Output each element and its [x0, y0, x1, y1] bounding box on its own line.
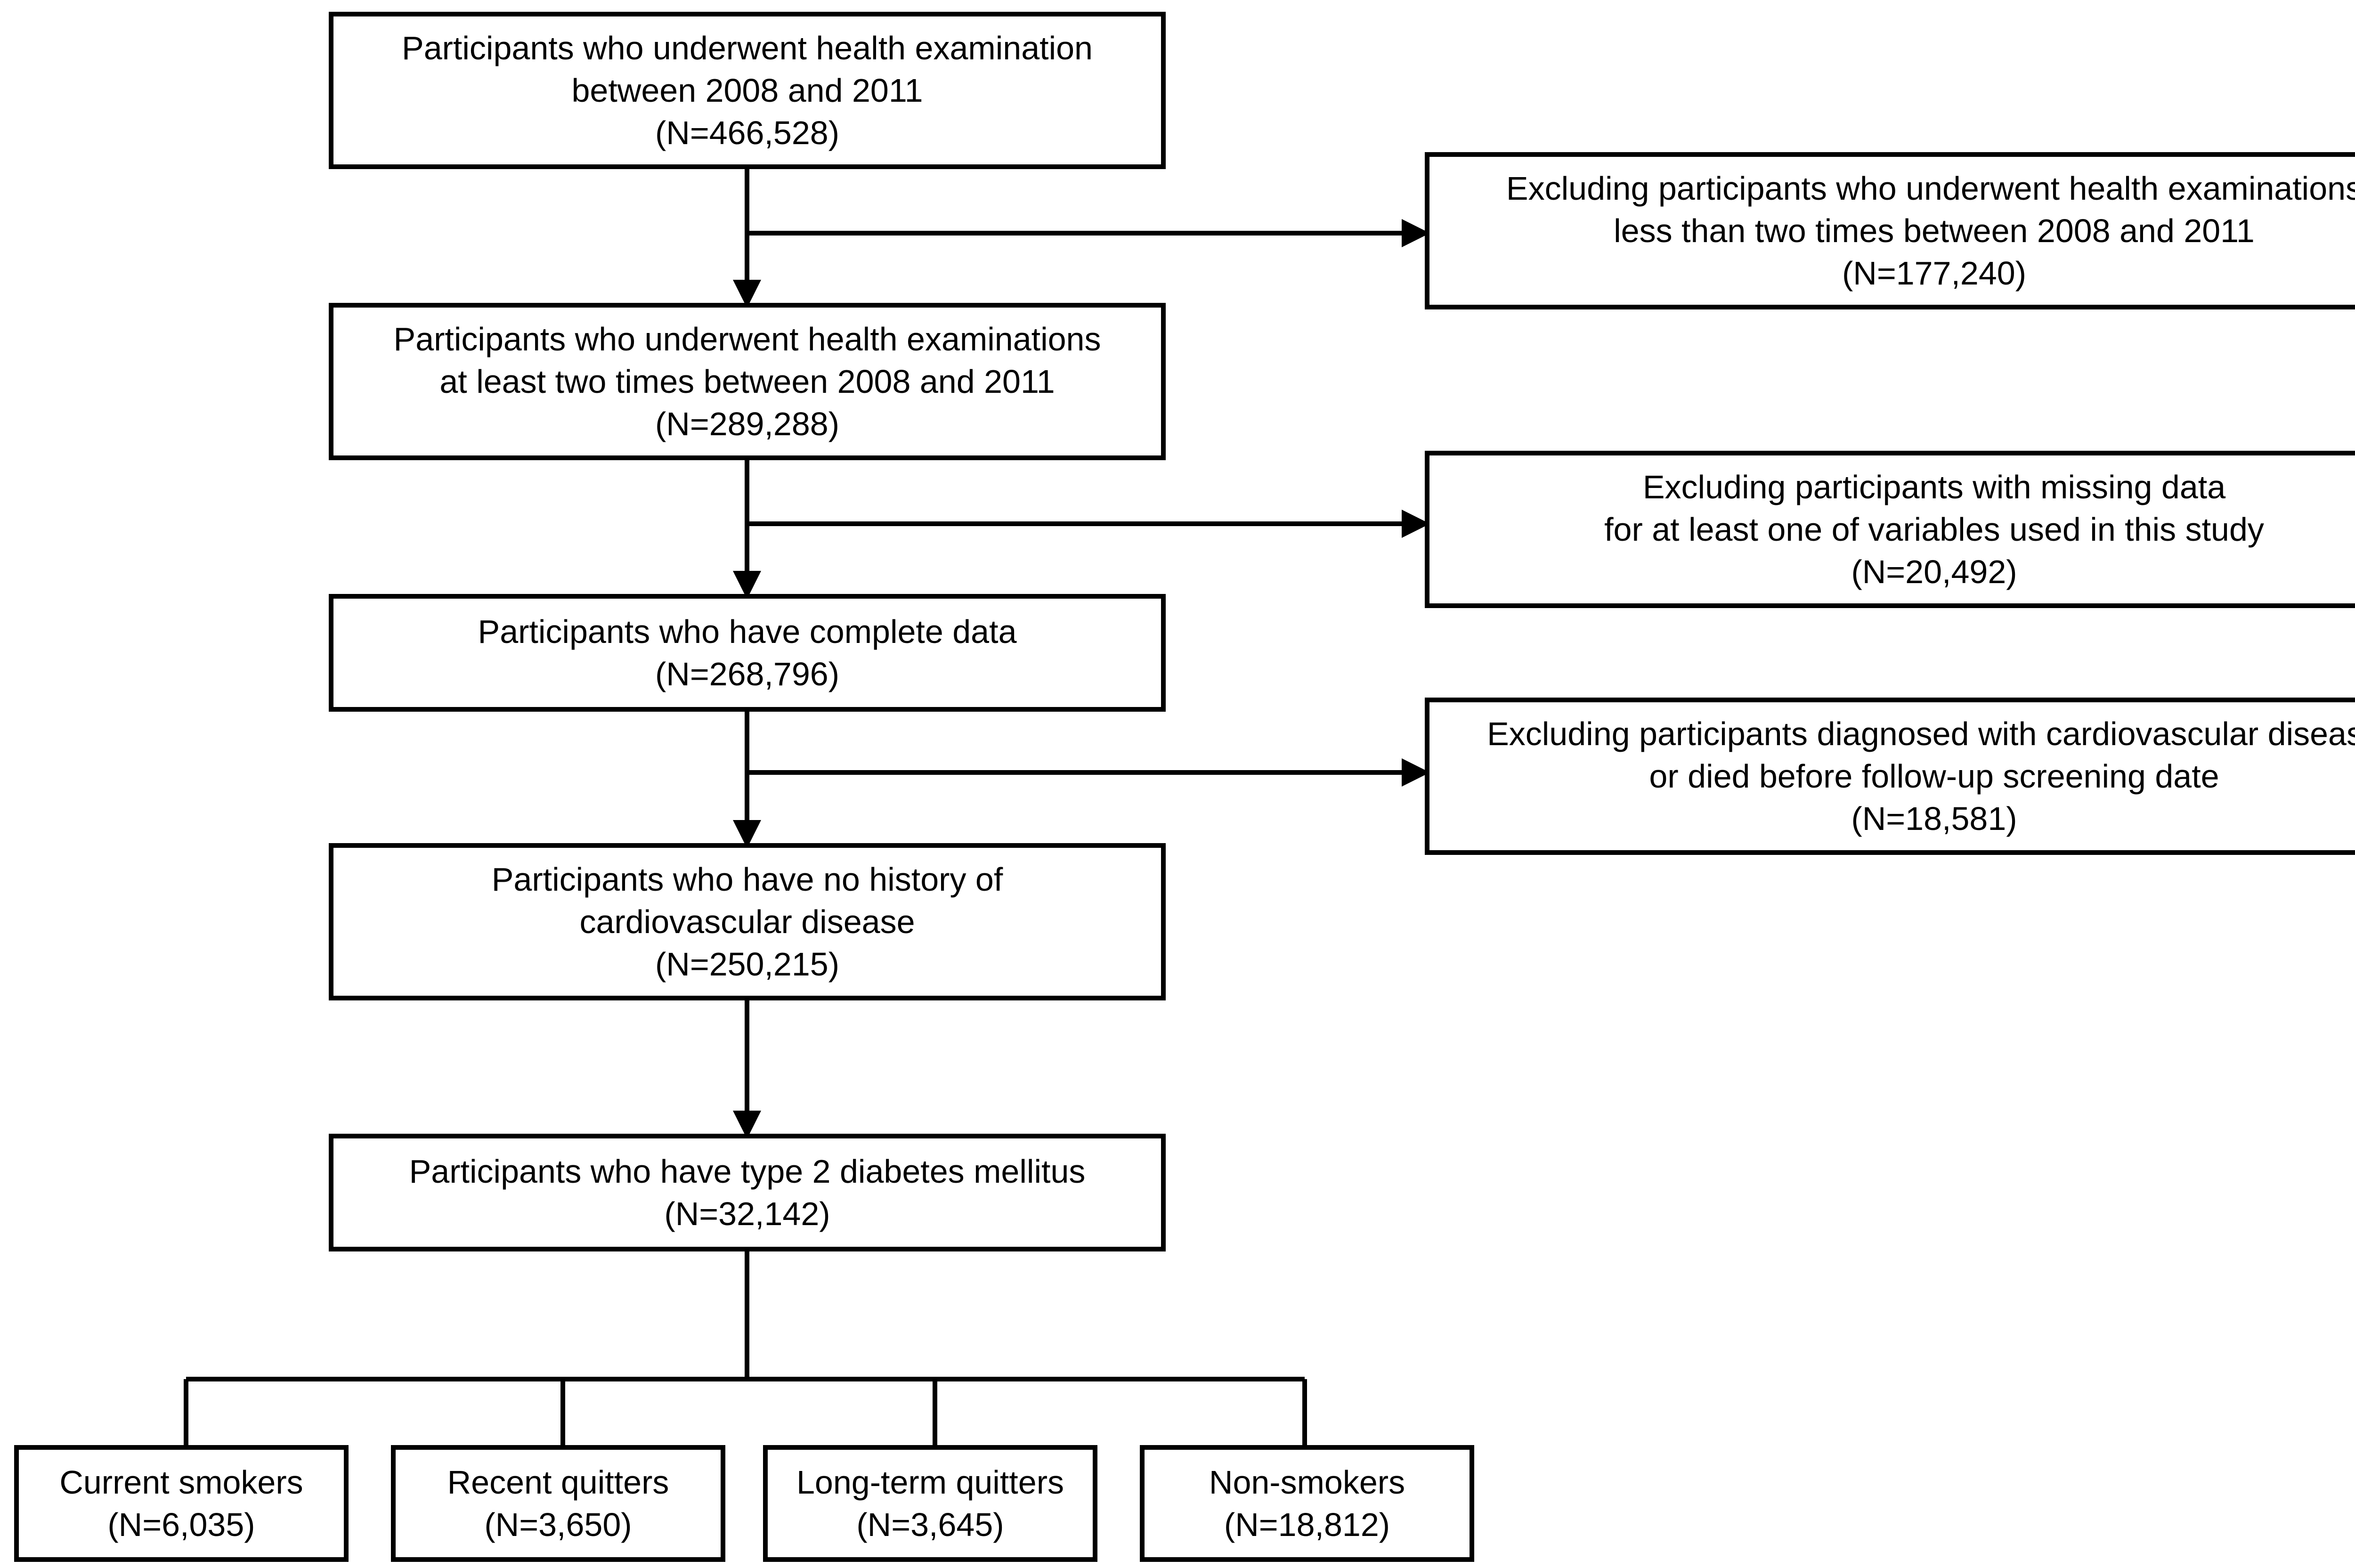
box-excl-cvd-or-died-line-1: Excluding participants diagnosed with ca… [1487, 715, 2355, 752]
box-group-non-smokers-line-1: Non-smokers [1209, 1464, 1405, 1501]
box-group-long-term-quitters-frame [763, 1445, 1097, 1562]
box-group-recent-quitters: Recent quitters (N=3,650) [391, 1445, 725, 1562]
box-group-long-term-quitters-line-2: (N=3,645) [856, 1506, 1004, 1543]
connectors [184, 167, 1430, 1447]
box-initial-line-1: Participants who underwent health examin… [402, 30, 1093, 66]
box-two-exams-frame [329, 303, 1166, 460]
box-excl-missing-data-line-2: for at least one of variables used in th… [1604, 511, 2264, 548]
box-no-cvd: Participants who have no history of cardi… [329, 843, 1166, 1000]
box-group-non-smokers-line-2: (N=18,812) [1224, 1506, 1390, 1543]
box-group-recent-quitters-frame [391, 1445, 725, 1562]
box-group-current-smokers-line-2: (N=6,035) [107, 1506, 255, 1543]
box-no-cvd-line-2: cardiovascular disease [579, 903, 915, 940]
boxes: Participants who underwent health examin… [14, 12, 2355, 1562]
box-group-recent-quitters-line-2: (N=3,650) [484, 1506, 632, 1543]
box-two-exams: Participants who underwent health examin… [329, 303, 1166, 460]
box-group-long-term-quitters-line-1: Long-term quitters [796, 1464, 1064, 1501]
box-excl-fewer-exams-line-1: Excluding participants who underwent hea… [1506, 170, 2355, 207]
box-two-exams-line-1: Participants who underwent health examin… [394, 321, 1101, 357]
box-excl-fewer-exams-line-3: (N=177,240) [1842, 255, 2026, 292]
box-t2dm-frame [329, 1134, 1166, 1251]
box-excl-fewer-exams: Excluding participants who underwent hea… [1425, 152, 2355, 309]
box-t2dm-line-2: (N=32,142) [664, 1195, 830, 1232]
box-initial-line-3: (N=466,528) [655, 114, 839, 151]
box-excl-missing-data-line-3: (N=20,492) [1851, 553, 2017, 590]
box-no-cvd-line-3: (N=250,215) [655, 946, 839, 983]
box-initial-line-2: between 2008 and 2011 [571, 72, 923, 109]
box-two-exams-line-3: (N=289,288) [655, 406, 839, 442]
box-excl-missing-data-frame [1425, 451, 2355, 608]
box-group-current-smokers-frame [14, 1445, 349, 1562]
box-complete-data: Participants who have complete data (N=26… [329, 594, 1166, 712]
box-excl-cvd-or-died-line-2: or died before follow-up screening date [1649, 758, 2219, 795]
box-group-non-smokers: Non-smokers (N=18,812) [1140, 1445, 1474, 1562]
box-two-exams-line-2: at least two times between 2008 and 2011 [439, 363, 1055, 400]
box-group-current-smokers-line-1: Current smokers [59, 1464, 303, 1501]
box-initial-frame [329, 12, 1166, 169]
box-excl-cvd-or-died-line-3: (N=18,581) [1851, 800, 2017, 837]
box-initial: Participants who underwent health examin… [329, 12, 1166, 169]
box-excl-cvd-or-died-frame [1425, 698, 2355, 855]
box-excl-fewer-exams-frame [1425, 152, 2355, 309]
box-no-cvd-line-1: Participants who have no history of [492, 861, 1003, 898]
box-complete-data-line-2: (N=268,796) [655, 656, 839, 692]
box-excl-fewer-exams-line-2: less than two times between 2008 and 201… [1614, 212, 2255, 249]
box-complete-data-frame [329, 594, 1166, 712]
box-t2dm-line-1: Participants who have type 2 diabetes me… [409, 1153, 1086, 1190]
box-t2dm: Participants who have type 2 diabetes me… [329, 1134, 1166, 1251]
box-group-current-smokers: Current smokers (N=6,035) [14, 1445, 349, 1562]
box-no-cvd-frame [329, 843, 1166, 1000]
box-complete-data-line-1: Participants who have complete data [478, 613, 1017, 650]
box-group-recent-quitters-line-1: Recent quitters [447, 1464, 669, 1501]
box-group-long-term-quitters: Long-term quitters (N=3,645) [763, 1445, 1097, 1562]
box-excl-missing-data-line-1: Excluding participants with missing data [1643, 469, 2225, 505]
box-excl-cvd-or-died: Excluding participants diagnosed with ca… [1425, 698, 2355, 855]
box-group-non-smokers-frame [1140, 1445, 1474, 1562]
box-excl-missing-data: Excluding participants with missing data… [1425, 451, 2355, 608]
